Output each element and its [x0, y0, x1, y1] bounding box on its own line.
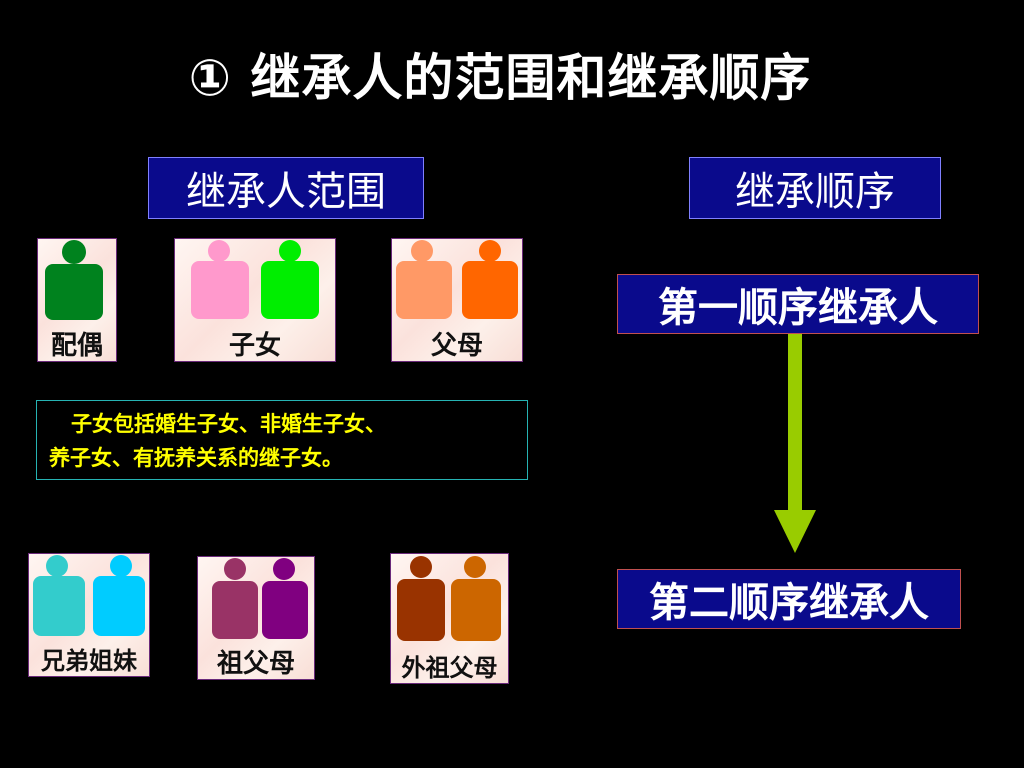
member-label: 祖父母: [216, 649, 295, 679]
person-head-icon: [46, 555, 68, 577]
first-order-box: 第一顺序继承人: [617, 274, 979, 334]
member-card-paternal-grandparents: 祖父母: [197, 556, 315, 680]
member-label: 外祖父母: [401, 653, 498, 682]
person-body-icon: [93, 576, 145, 636]
member-label: 配偶: [50, 331, 103, 361]
person-head-icon: [273, 558, 295, 580]
note-line-1: 子女包括婚生子女、非婚生子女、: [71, 412, 386, 436]
person-icon-group: [191, 240, 319, 319]
member-label: 兄弟姐妹: [41, 646, 137, 675]
person-body-icon: [261, 261, 319, 319]
member-card-siblings: 兄弟姐妹: [28, 553, 150, 677]
person-icon-group: [45, 240, 103, 320]
person-head-icon: [479, 240, 501, 262]
member-card-spouse: 配偶: [37, 238, 117, 362]
order-header: 继承顺序: [689, 157, 941, 219]
person-body-icon: [212, 581, 258, 639]
member-label: 父母: [430, 331, 483, 361]
person-icon-group: [397, 556, 501, 641]
children-note: 子女包括婚生子女、非婚生子女、 养子女、有抚养关系的继子女。: [36, 400, 528, 480]
member-card-parents: 父母: [391, 238, 523, 362]
person-head-icon: [208, 240, 230, 262]
note-line-2: 养子女、有抚养关系的继子女。: [49, 446, 343, 470]
arrow-shaft: [788, 334, 802, 512]
member-card-children: 子女: [174, 238, 336, 362]
down-arrow-icon: [774, 334, 816, 553]
person-body-icon: [451, 579, 501, 641]
second-order-box: 第二顺序继承人: [617, 569, 961, 629]
slide-title: ① 继承人的范围和继承顺序: [188, 49, 812, 107]
person-head-icon: [279, 240, 301, 262]
member-label: 子女: [228, 331, 281, 361]
arrow-head: [774, 510, 816, 553]
person-head-icon: [411, 240, 433, 262]
person-body-icon: [33, 576, 85, 636]
person-head-icon: [110, 555, 132, 577]
person-head-icon: [410, 556, 432, 578]
scope-header: 继承人范围: [148, 157, 424, 219]
person-body-icon: [45, 264, 103, 320]
person-body-icon: [396, 261, 452, 319]
person-icon-group: [396, 240, 518, 319]
person-body-icon: [397, 579, 445, 641]
person-icon-group: [33, 555, 145, 636]
person-head-icon: [464, 556, 486, 578]
person-head-icon: [224, 558, 246, 580]
person-body-icon: [262, 581, 308, 639]
member-card-maternal-grandparents: 外祖父母: [390, 553, 509, 684]
person-head-icon: [62, 240, 86, 264]
person-body-icon: [462, 261, 518, 319]
person-icon-group: [212, 558, 308, 639]
person-body-icon: [191, 261, 249, 319]
